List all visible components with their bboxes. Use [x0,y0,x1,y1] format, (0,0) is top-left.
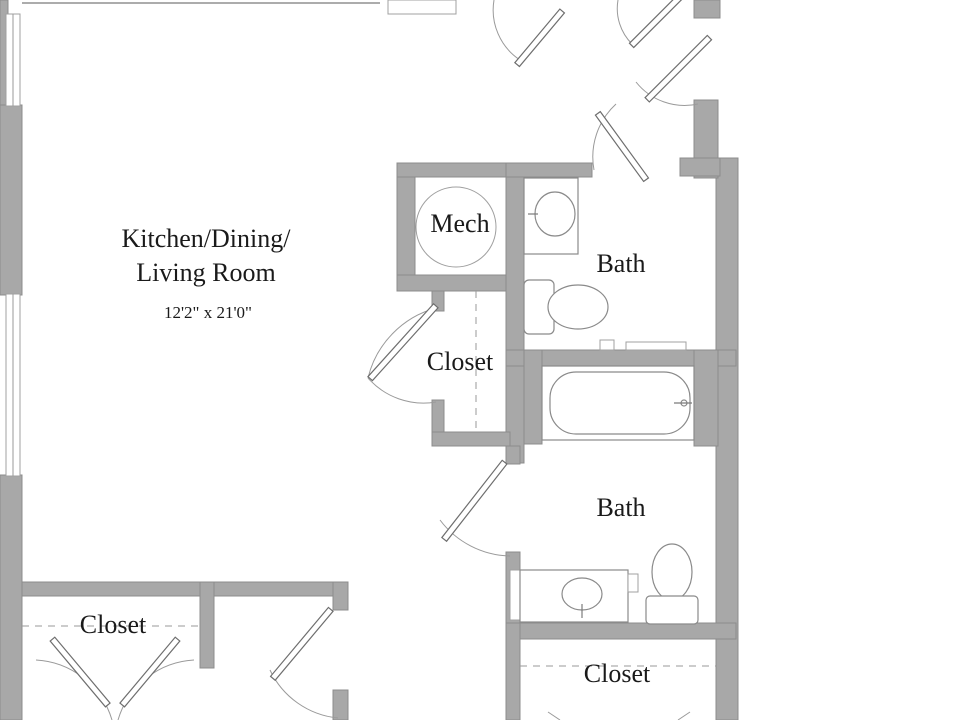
bath-lower-window [509,569,521,621]
bath-upper-label: Bath [596,249,645,278]
wall-closet-br-top [505,622,737,640]
wall-mech-left [396,162,416,292]
bathtub-basin [549,371,691,435]
wall-mech-top [396,162,508,178]
door-top-1 [513,8,566,68]
wall-closet-bl-top [21,581,349,597]
water-heater [415,186,497,268]
wall-mech-bottom [396,274,511,292]
toilet-tank-lower [645,595,699,625]
wall-bath-upper-top [505,162,593,178]
door-top-3 [644,34,713,103]
bath-lower-label: Bath [596,493,645,522]
kitchen-label-line2: Living Room [136,258,275,287]
wall-central [505,162,525,464]
wall-closet-bl-right [332,581,349,611]
door-bottom-center [269,606,334,682]
door-top-2 [628,0,685,49]
closet-hall-label: Closet [427,347,494,376]
closet-bottom-left-label: Closet [80,610,147,639]
kitchen-dimensions: 12'2" x 21'0" [164,303,252,322]
kitchen-label-line1: Kitchen/Dining/ [122,224,292,253]
doors [35,0,713,720]
closet-bottom-right-label: Closet [584,659,651,688]
door-bath-lower [441,459,508,543]
wall-closet-bl-divider [199,581,215,669]
wall-right-top2 [679,157,721,177]
door-closet-hall [367,302,439,382]
toilet-bowl-upper [547,284,609,330]
wall-left-mid [0,104,23,296]
wall-closet-hall-bottom [431,431,511,447]
wall-bath-lower-left [505,445,521,465]
walls [0,0,739,720]
toilet-bowl-lower [651,543,693,601]
mech-label: Mech [430,209,489,238]
fixtures [415,177,699,625]
door-bath-upper [594,110,650,183]
room-labels: Kitchen/Dining/ Living Room 12'2" x 21'0… [80,209,651,688]
wall-tub-right [693,349,719,447]
top-window [387,0,457,15]
wall-left-low [0,474,23,720]
door-closet-bl-left [49,636,111,708]
sink-upper [534,191,576,237]
door-closet-bl-right [119,636,181,708]
wall-tub-left [523,349,543,445]
wall-right-top [693,0,721,19]
wall-closet-br-left [505,622,521,720]
wall-closet-bl-right-low [332,689,349,720]
